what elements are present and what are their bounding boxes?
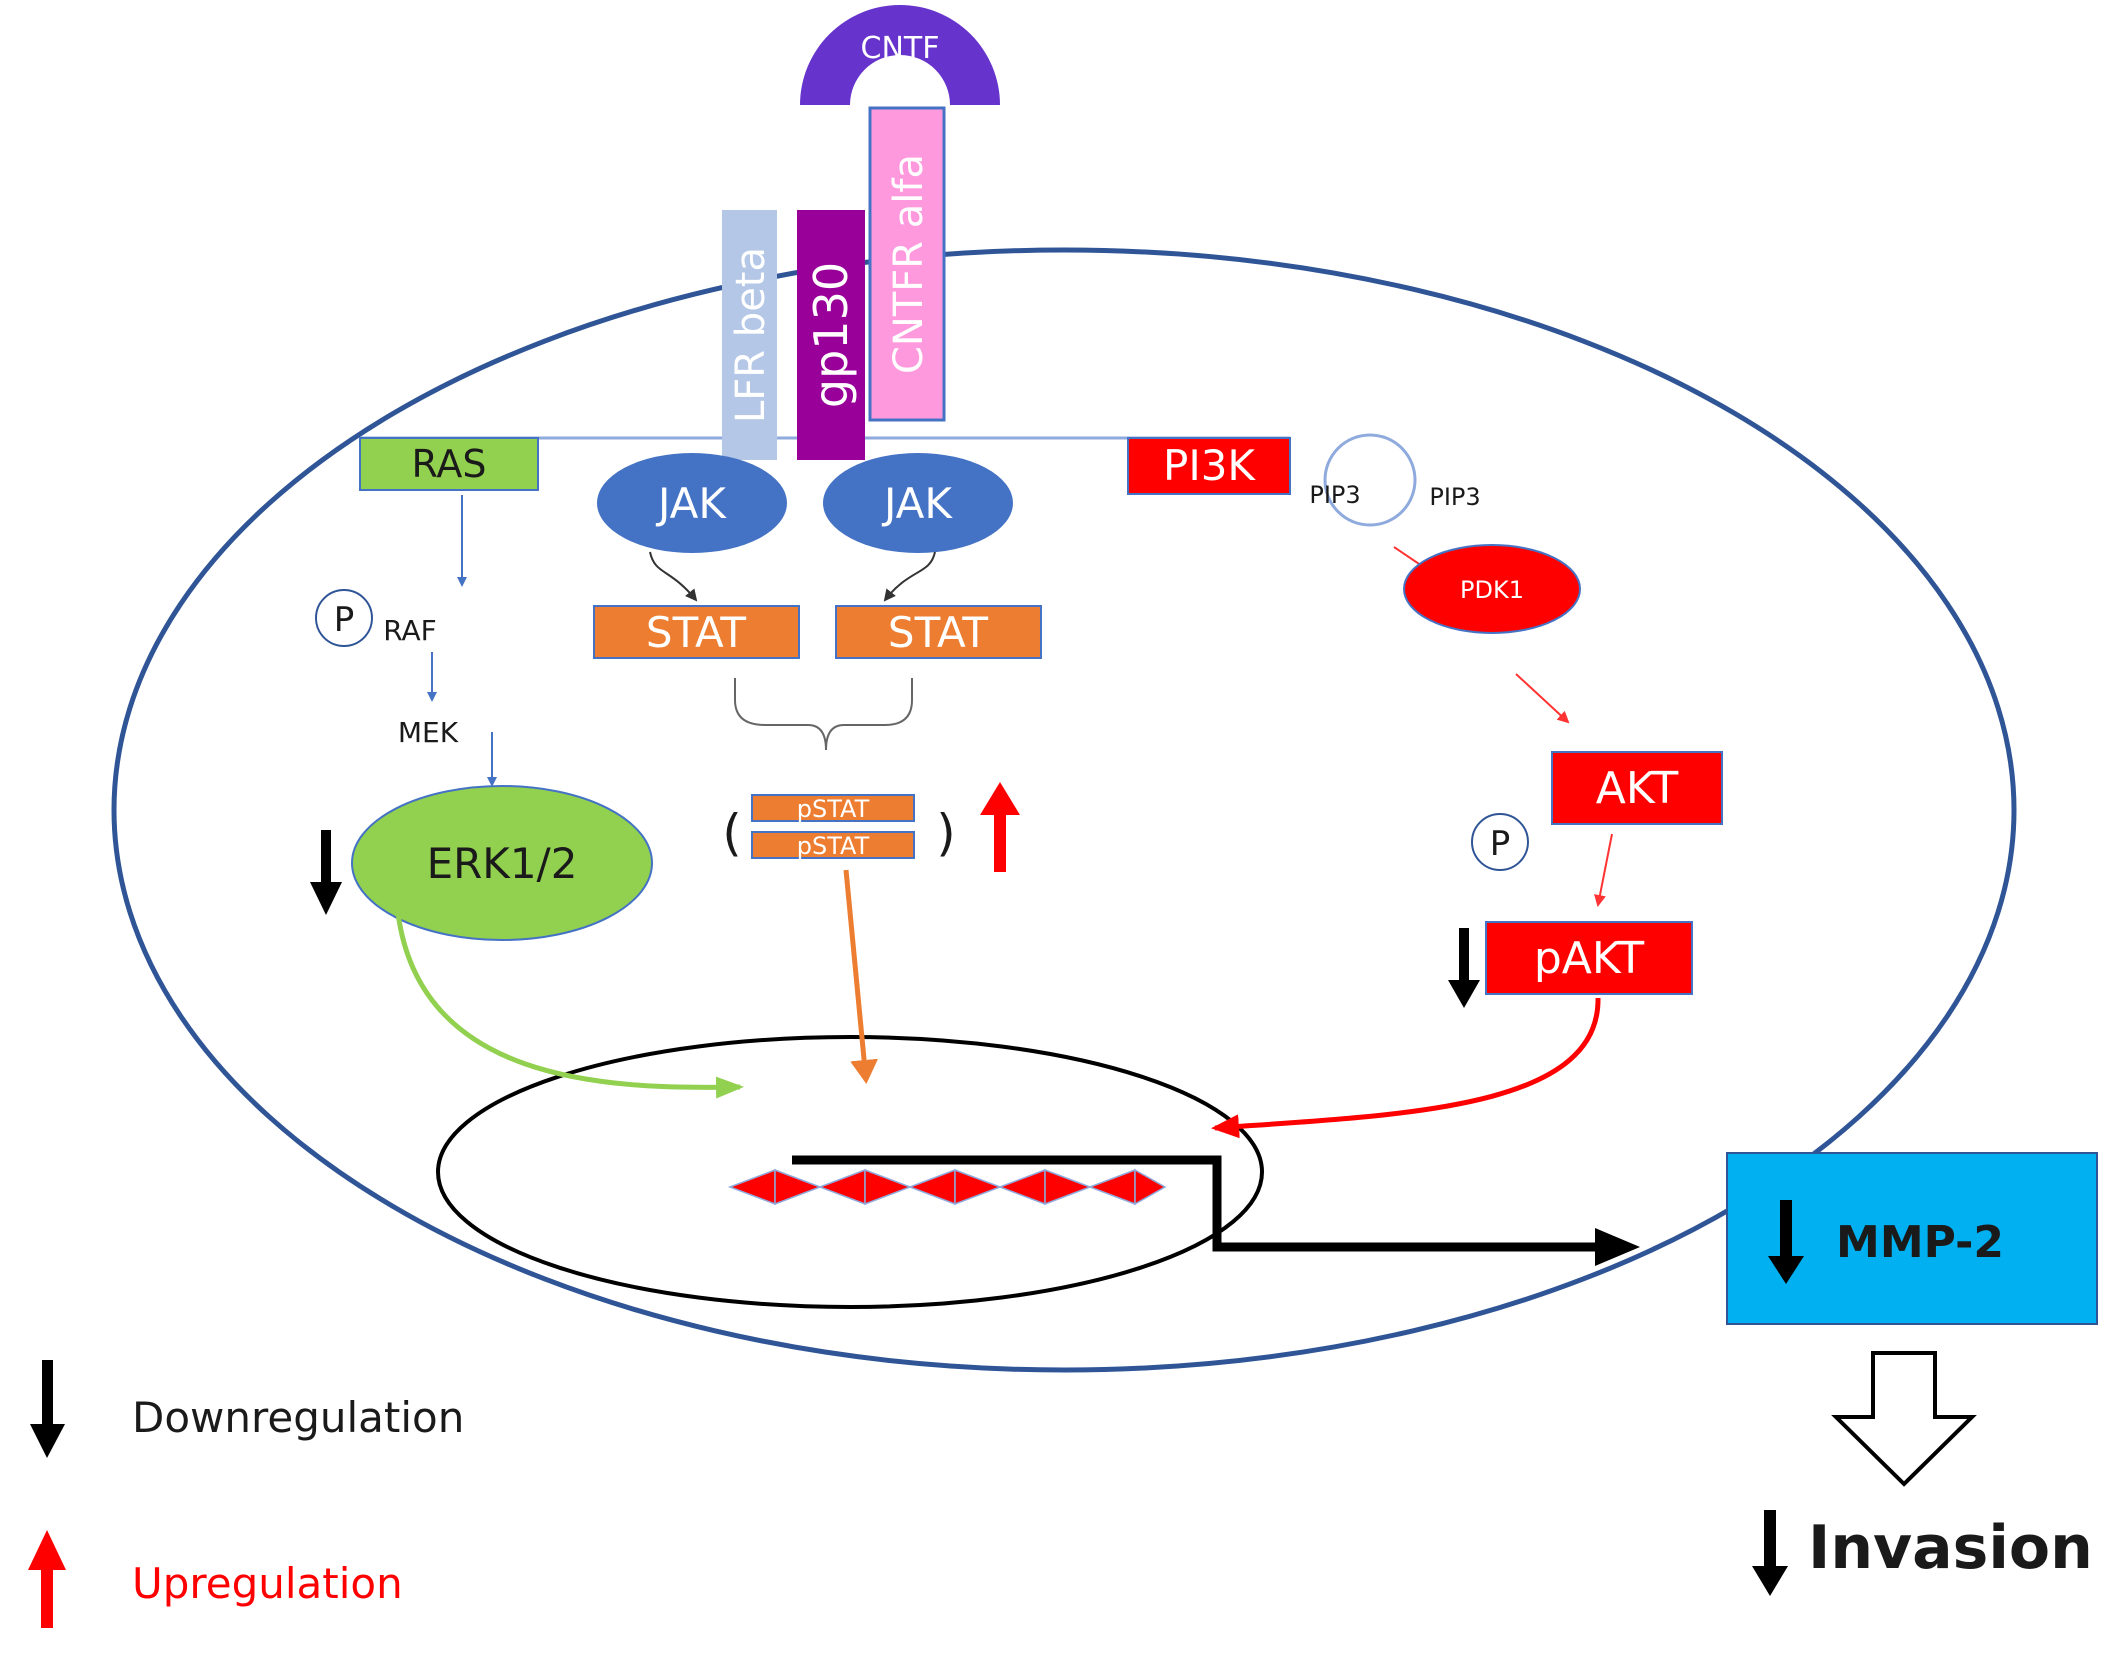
pdk1-to-akt-arrow [1515, 673, 1570, 724]
akt-phospho-circle [1471, 813, 1529, 871]
legend-up-label: Upregulation [132, 1559, 403, 1608]
legend-up-arrow-icon [28, 1530, 66, 1628]
stat-right-label: STAT [888, 608, 989, 657]
pstat-bottom-box [751, 831, 915, 859]
stat-left-label: STAT [646, 608, 747, 657]
pstat-bottom-label: pSTAT [797, 832, 870, 860]
legend-down-arrow-icon [30, 1360, 65, 1458]
transcription-arrowhead-icon [1595, 1228, 1640, 1266]
stat-right-box [835, 605, 1042, 659]
lifr-beta-receptor [722, 210, 777, 460]
pstat-top-label: pSTAT [797, 795, 870, 823]
akt-label: AKT [1596, 763, 1679, 814]
lifr-beta-label: LFR beta [728, 247, 774, 423]
pdk1-label: PDK1 [1460, 576, 1524, 604]
pi3k-label: PI3K [1163, 441, 1256, 490]
pstat-bracket-close: ) [936, 804, 956, 862]
pdk1-node [1403, 544, 1581, 634]
cntf-label: CNTF [861, 31, 940, 66]
raf-phospho-circle [315, 589, 373, 647]
pip3-cycle-icon [1323, 433, 1417, 527]
raf-label: RAF [383, 614, 437, 647]
stat-dimer-brace [734, 678, 913, 751]
jak-right-node [823, 453, 1013, 553]
cntfr-alpha-label: CNTFR alfa [886, 154, 932, 374]
stat-left-box [593, 605, 800, 659]
dna-promoter-elements [727, 1168, 1167, 1206]
gp130-label: gp130 [804, 262, 858, 408]
raf-phospho-label: P [334, 600, 355, 640]
jak-right-to-stat-arrow [883, 551, 936, 602]
pstat-to-nucleus-arrow [843, 869, 879, 1084]
invasion-down-arrow-icon [1752, 1510, 1788, 1596]
transcription-arrow [792, 1155, 1600, 1252]
pi3k-box [1127, 437, 1291, 495]
cell-membrane [111, 247, 2017, 1373]
erk-to-nucleus-arrow [395, 912, 744, 1099]
cntfr-alpha-receptor [868, 106, 946, 422]
hollow-down-arrow-icon [1831, 1351, 1977, 1487]
mmp2-down-arrow-icon [1768, 1200, 1804, 1284]
erk-down-arrow-icon [310, 830, 342, 915]
jak-left-to-stat-arrow [649, 551, 698, 602]
erk-label: ERK1/2 [427, 839, 578, 888]
jak-right-label: JAK [881, 479, 953, 528]
akt-phospho-label: P [1490, 824, 1511, 864]
pakt-label: pAKT [1534, 933, 1644, 984]
nucleus [436, 1035, 1264, 1309]
jak-left-label: JAK [655, 479, 727, 528]
pakt-down-arrow-icon [1448, 928, 1480, 1008]
pip3-right-label: PIP3 [1429, 483, 1480, 511]
ras-box [359, 437, 539, 491]
legend-down-label: Downregulation [132, 1393, 464, 1442]
pstat-up-arrow-icon [980, 782, 1020, 872]
akt-box [1551, 751, 1723, 825]
cntf-ligand [800, 5, 1000, 105]
mek-label: MEK [398, 716, 459, 749]
invasion-label: Invasion [1808, 1513, 2093, 1583]
pakt-to-nucleus-arrow [1211, 997, 1601, 1139]
pakt-box [1485, 921, 1693, 995]
mmp2-label: MMP-2 [1836, 1217, 2004, 1268]
pstat-bracket-open: ( [722, 804, 742, 862]
akt-to-pakt-arrow [1594, 833, 1613, 907]
gp130-receptor [797, 210, 865, 460]
pstat-top-box [751, 794, 915, 822]
ras-label: RAS [412, 442, 487, 486]
pip3-left-label: PIP3 [1309, 481, 1360, 509]
erk-node [351, 785, 653, 941]
jak-left-node [597, 453, 787, 553]
